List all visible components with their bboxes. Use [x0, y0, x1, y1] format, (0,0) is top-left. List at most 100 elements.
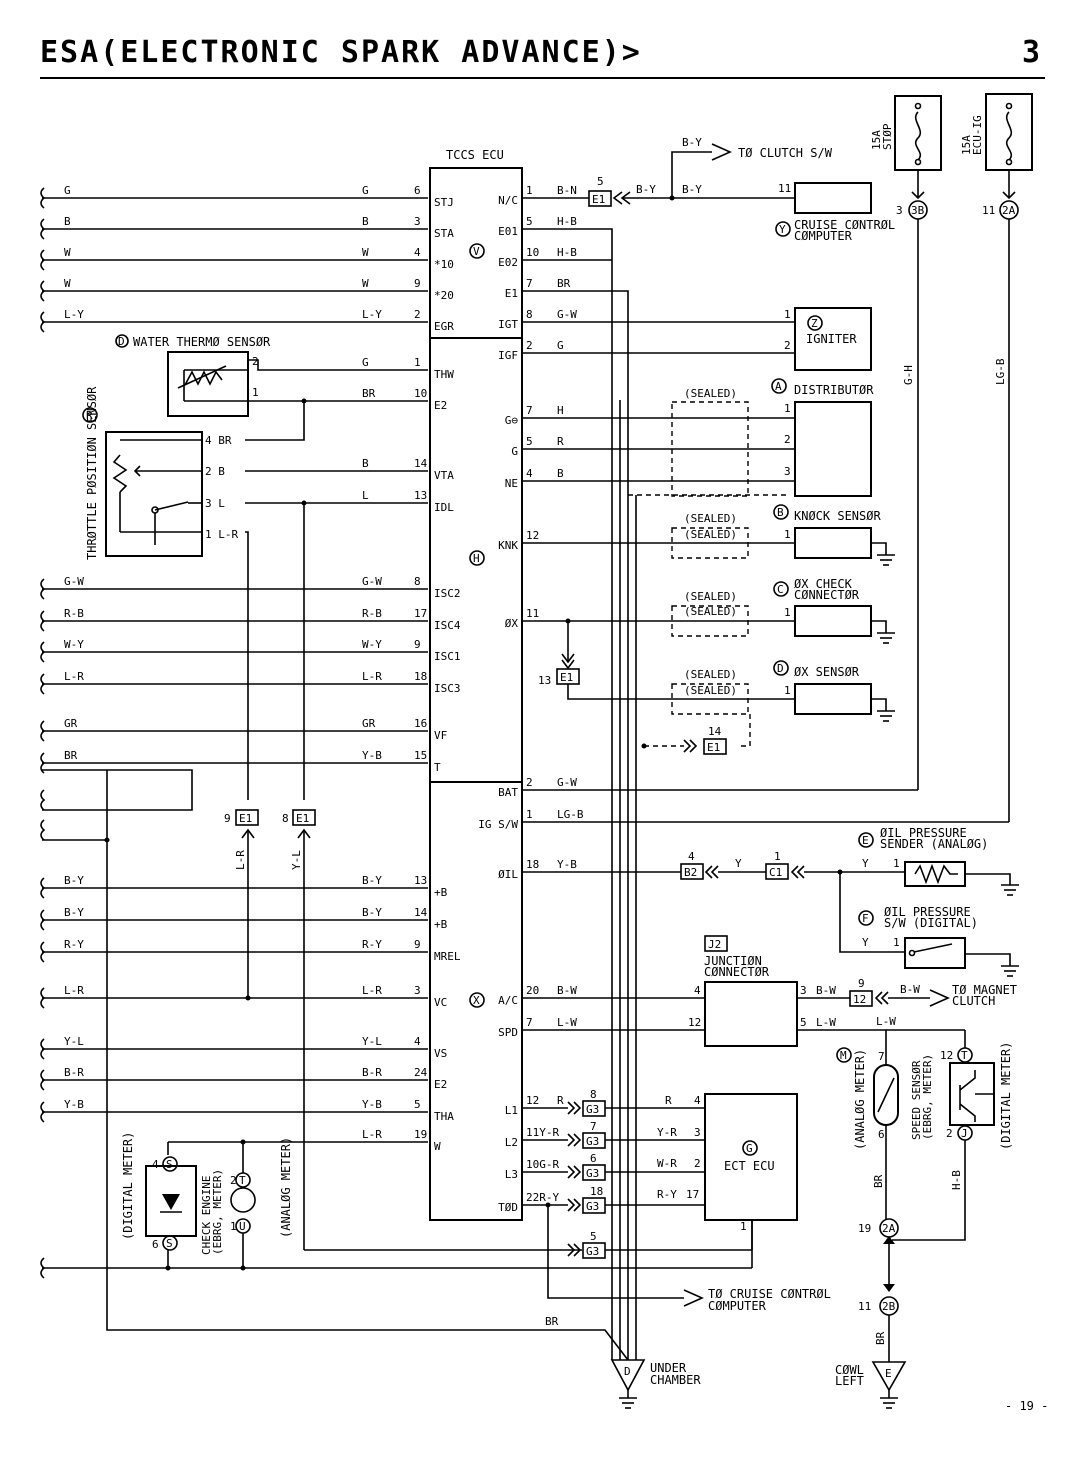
- g3-connector: G38: [522, 1088, 705, 1117]
- svg-text:E: E: [885, 1367, 892, 1380]
- pin-label: STJ: [434, 196, 454, 209]
- svg-text:1: 1: [893, 857, 900, 870]
- svg-text:U: U: [239, 1220, 246, 1233]
- svg-text:(EBRG, METER): (EBRG, METER): [211, 1169, 224, 1255]
- svg-text:CØNNECTØR: CØNNECTØR: [794, 588, 860, 602]
- pin-number: 22R-Y: [526, 1191, 559, 1204]
- pin-label: G⊖: [505, 414, 518, 427]
- pin-label: STA: [434, 227, 454, 240]
- pin-wire-color: G-W: [557, 308, 577, 321]
- ecu-mark-h: H: [469, 550, 485, 566]
- svg-text:G3: G3: [586, 1135, 599, 1148]
- pin-wire-color: R: [557, 435, 564, 448]
- svg-text:6: 6: [878, 1128, 885, 1141]
- harness-wire: BR: [40, 749, 428, 774]
- pin-label: NE: [505, 477, 518, 490]
- svg-text:JUNCTIØN: JUNCTIØN: [704, 954, 762, 968]
- pin-wire-color: BR: [362, 387, 376, 400]
- svg-text:8: 8: [590, 1088, 597, 1101]
- svg-text:Y: Y: [735, 857, 742, 870]
- svg-text:(SEALED): (SEALED): [684, 605, 737, 618]
- pin-number: 12: [526, 529, 539, 542]
- svg-text:(ANALØG METER): (ANALØG METER): [279, 1137, 293, 1238]
- svg-text:17: 17: [686, 1188, 699, 1201]
- svg-text:2: 2: [784, 339, 791, 352]
- pin-label: IDL: [434, 501, 454, 514]
- pin-label: A/C: [498, 994, 518, 1007]
- pin-label: EGR: [434, 320, 454, 333]
- svg-text:IGNITER: IGNITER: [806, 332, 857, 346]
- harness-wire: GR: [40, 717, 428, 742]
- harness-wire: B: [40, 215, 428, 240]
- wire-color-label: L-R: [64, 670, 84, 683]
- svg-text:R-Y: R-Y: [657, 1188, 677, 1201]
- section-number: 3: [1022, 35, 1042, 70]
- svg-text:G3: G3: [586, 1200, 599, 1213]
- wire-color-label: BR: [64, 749, 78, 762]
- svg-text:12: 12: [940, 1049, 953, 1062]
- igniter: Z IGNITER 1 2: [522, 307, 872, 371]
- svg-text:4: 4: [694, 1094, 701, 1107]
- svg-text:X: X: [473, 994, 480, 1007]
- pin-number: 4: [414, 1035, 421, 1048]
- svg-text:F: F: [862, 912, 869, 925]
- wire-color-label: B-Y: [64, 906, 84, 919]
- pin-wire-color: B-R: [362, 1066, 382, 1079]
- pin-label: L2: [505, 1136, 518, 1149]
- svg-text:DISTRIBUTØR: DISTRIBUTØR: [794, 383, 874, 397]
- pin-number: 8: [414, 575, 421, 588]
- svg-text:LEFT: LEFT: [835, 1374, 864, 1388]
- pin-label: VF: [434, 729, 447, 742]
- svg-text:4: 4: [688, 850, 695, 863]
- svg-text:3B: 3B: [911, 204, 925, 217]
- pin-label: VTA: [434, 469, 454, 482]
- harness-wire: L-Y: [40, 308, 428, 333]
- wire-color-label: GR: [64, 717, 78, 730]
- svg-text:G-H: G-H: [902, 365, 915, 385]
- pin-wire-color: L-Y: [362, 308, 382, 321]
- pin-wire-color: BR: [557, 277, 571, 290]
- pin-number: 19: [414, 1128, 427, 1141]
- pin-number: 1: [526, 808, 533, 821]
- ecu-mark-x: X: [469, 992, 485, 1008]
- svg-text:H: H: [473, 552, 480, 565]
- svg-text:ECU-IG: ECU-IG: [971, 115, 984, 155]
- svg-text:B-W: B-W: [816, 984, 836, 997]
- page-number: - 19 -: [1005, 1399, 1048, 1413]
- pin-number: 13: [414, 874, 427, 887]
- svg-text:LG-B: LG-B: [994, 358, 1007, 385]
- svg-text:BR: BR: [874, 1331, 887, 1345]
- svg-text:3: 3: [800, 984, 807, 997]
- svg-text:CØWL: CØWL: [835, 1363, 864, 1377]
- svg-text:5: 5: [597, 175, 604, 188]
- pin-number: 2: [526, 776, 533, 789]
- svg-text:5: 5: [800, 1016, 807, 1029]
- svg-text:CØMPUTER: CØMPUTER: [794, 229, 853, 243]
- pin-wire-color: Y-L: [362, 1035, 382, 1048]
- svg-text:TØ CRUISE CØNTRØL: TØ CRUISE CØNTRØL: [708, 1287, 831, 1301]
- svg-text:1: 1: [784, 606, 791, 619]
- svg-text:12: 12: [688, 1016, 701, 1029]
- svg-text:(SEALED): (SEALED): [684, 590, 737, 603]
- pin-wire-color: B-Y: [362, 906, 382, 919]
- svg-text:J: J: [961, 1127, 968, 1140]
- pin-label: IGT: [498, 318, 518, 331]
- water-thermo-sensor: D WATER THERMØ SENSØR 2 1: [115, 334, 428, 417]
- svg-text:S: S: [166, 1237, 173, 1250]
- throttle-position-sensor: R THRØTTLE PØSITIØN SENSØR 4 BR 2 B 3 L …: [82, 386, 428, 800]
- pin-number: 2: [526, 339, 533, 352]
- pin-label: W: [434, 1140, 441, 1153]
